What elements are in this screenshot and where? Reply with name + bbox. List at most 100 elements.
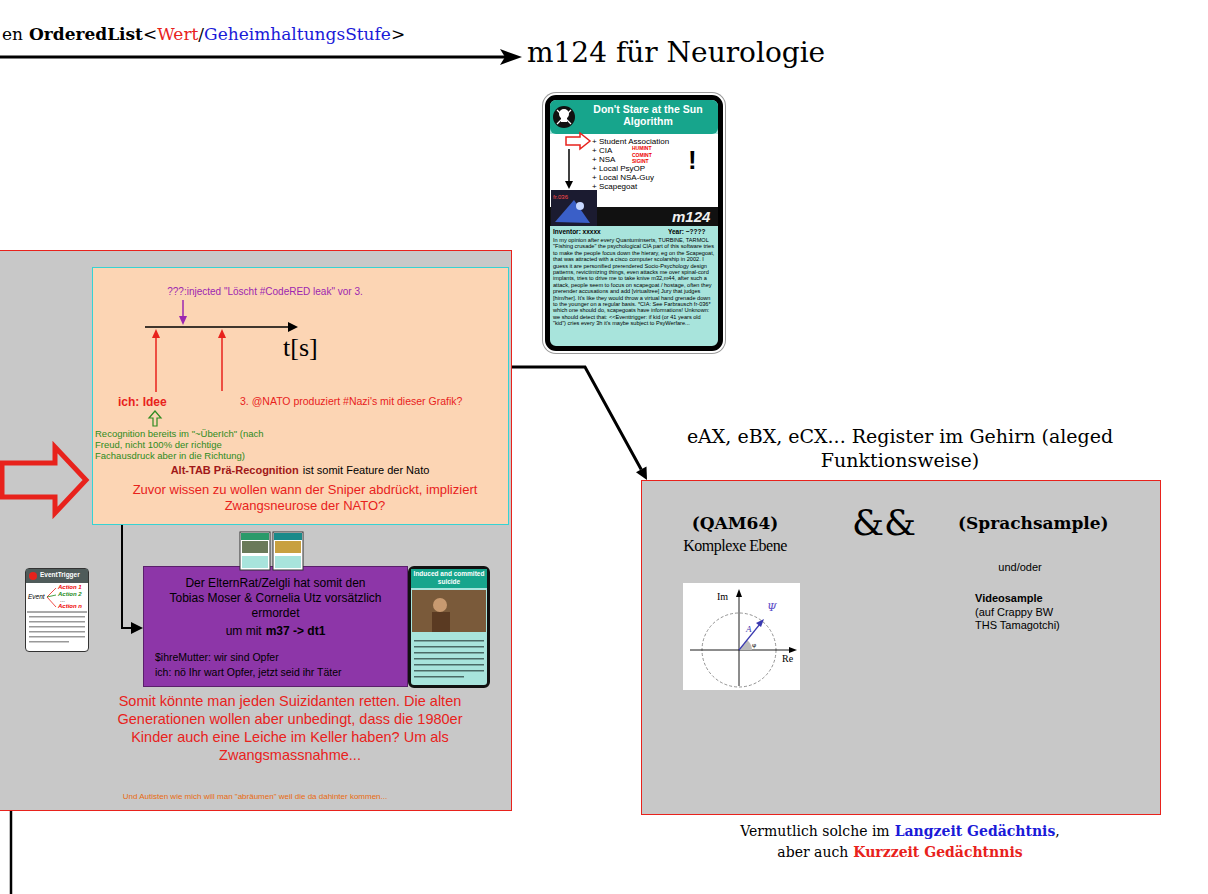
- signature-part: GeheimhaltungsStufe: [204, 24, 391, 44]
- panel: ???:injected "Löscht #CodeRED leak" vor …: [0, 250, 512, 811]
- text-line: [29, 626, 85, 628]
- card-picture: [412, 590, 486, 632]
- list-item: + Scapegoat: [592, 182, 637, 191]
- connector: [512, 367, 647, 480]
- trigger-action: Action 1: [58, 584, 82, 591]
- card-title: Induced and commited suicide: [413, 570, 485, 586]
- text-line: [414, 658, 484, 660]
- axis-label: t[s]: [283, 333, 318, 363]
- note-part: Vermutlich solche im: [740, 823, 889, 839]
- purpose-line: um mit m37 -> dt1: [168, 624, 383, 639]
- note-part: aber auch: [777, 844, 848, 860]
- card-picture: [551, 190, 597, 226]
- text-line: [414, 640, 484, 642]
- trigger-line: [47, 595, 56, 597]
- arrow-head: [218, 329, 226, 338]
- text-line: [29, 631, 85, 633]
- outline-arrow: [149, 411, 161, 426]
- mini-card-header: [274, 533, 302, 540]
- angle-label: φ: [752, 641, 756, 648]
- side-note: Und Autisten wie mich will man "abräumen…: [20, 792, 490, 802]
- picture-caption: fr.036: [553, 194, 568, 201]
- exclamation: !: [688, 146, 697, 174]
- phasor: [739, 624, 760, 650]
- mini-card: [240, 532, 270, 570]
- list-item: + NSA: [592, 155, 615, 164]
- arrow-head: [500, 49, 522, 65]
- trigger-event: Event: [28, 593, 45, 601]
- text-line: [414, 646, 484, 648]
- text-line: [29, 641, 69, 643]
- method-name: (QAM64): [665, 513, 805, 534]
- warning-text: Somit könnte man jeden Suizidanten rette…: [115, 692, 465, 764]
- connective: und/oder: [985, 561, 1055, 574]
- text-line: [29, 636, 85, 638]
- memory-note: Vermutlich solche im Langzeit Gedächtnis,: [700, 821, 1100, 841]
- arrow-head: [565, 181, 573, 189]
- module-code: m37 -> dt1: [266, 624, 326, 638]
- and-operator: &&: [852, 502, 916, 544]
- note-part: Kurzzeit Gedächtnnis: [853, 844, 1022, 860]
- card-field: Inventor: xxxxx: [553, 228, 601, 236]
- timeline-box: ???:injected "Löscht #CodeRED leak" vor …: [92, 267, 509, 525]
- type-signature: enOrderedList<Wert/GeheimhaltungsStufe>: [2, 24, 405, 44]
- text-line: [414, 676, 464, 678]
- signature-part: >: [391, 24, 405, 44]
- trigger-action: Action 2: [58, 591, 82, 598]
- card-number: m124: [672, 208, 710, 226]
- card-field: Year: ~????: [668, 228, 705, 236]
- text-line: [29, 621, 85, 623]
- connector-line: [512, 367, 641, 469]
- trigger-action: ...: [60, 597, 65, 604]
- inject-arrow: [182, 300, 184, 317]
- arrow-head: [736, 589, 742, 597]
- imag-axis: [739, 596, 740, 686]
- trigger-action: Action n: [58, 603, 82, 610]
- event-label: ich: Idee: [118, 395, 167, 409]
- target-title: m124 für Neurologie: [527, 36, 825, 69]
- card-header: [411, 569, 487, 588]
- list-item: + Student Association: [592, 137, 669, 146]
- mini-card-picture: [275, 541, 301, 553]
- event-label: 3. @NATO produziert #Nazi's mit dieser G…: [240, 395, 462, 408]
- feature-line: Alt-TAB Prä-Recognitionist somit Feature…: [150, 464, 450, 477]
- text-line: [414, 664, 484, 666]
- purpose-text: um mit: [226, 624, 262, 638]
- arrow-line: [0, 56, 508, 59]
- note-part: ,: [1055, 823, 1059, 839]
- title-arrow: [0, 49, 522, 65]
- method-note: (auf Crappy BW THS Tamagotchi): [975, 606, 1067, 632]
- card-header: [26, 569, 88, 583]
- note-part: Langzeit Gedächtnis: [895, 823, 1056, 839]
- mini-card-body: [242, 556, 268, 568]
- text-line: [414, 670, 484, 672]
- dialog-line: $ihreMutter: wir sind Opfer: [155, 651, 279, 664]
- inject-note: ???:injected "Löscht #CodeRED leak" vor …: [100, 286, 430, 298]
- list-item: + Local PsyOP: [592, 164, 645, 173]
- time-axis: [145, 326, 290, 328]
- tag-text: COMINT: [632, 152, 652, 158]
- crossbones: [557, 110, 571, 124]
- panel-heading: eAX, eBX, eCX... Register im Gehirn (ale…: [680, 424, 1120, 472]
- method-note: Komplexe Ebene: [665, 536, 805, 555]
- outline-arrow: [566, 133, 590, 149]
- arrow-head: [288, 322, 298, 332]
- mini-card-header: [241, 533, 269, 540]
- arrow-head: [152, 329, 160, 338]
- vector-label: Ψ: [767, 601, 777, 614]
- picture-shape: [576, 202, 584, 210]
- card-art: [550, 100, 718, 226]
- axis-label: Re: [782, 653, 793, 664]
- method-name: Videosample: [975, 592, 1043, 605]
- trigger-line: [47, 597, 56, 607]
- feature-text: ist somit Feature der Nato: [303, 464, 430, 476]
- picture-shape: [432, 612, 450, 632]
- signature-part: /: [198, 24, 204, 44]
- card-title: Don't Stare at the Sun Algorithm: [583, 103, 713, 127]
- mini-card-picture: [242, 541, 268, 553]
- arrow-line: [568, 149, 570, 182]
- card-icon: [29, 572, 37, 580]
- mini-card-body: [275, 556, 301, 568]
- tag-text: HUMINT: [632, 145, 651, 151]
